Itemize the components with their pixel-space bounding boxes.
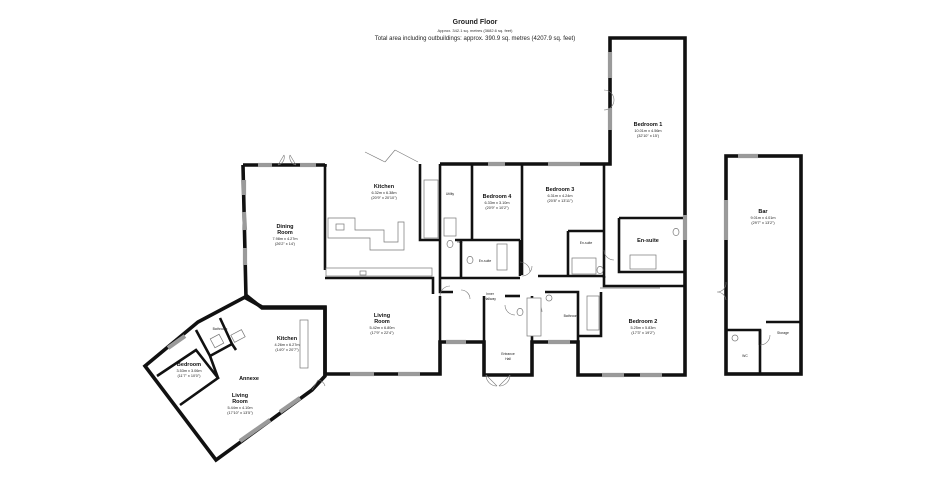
annexe-bathroom-label: Bathroom <box>213 327 228 331</box>
bedroom4-label: Bedroom 4 <box>483 194 513 200</box>
annexe-label: Annexe <box>239 376 259 382</box>
main-house-fixtures <box>325 179 680 337</box>
dining-size-imperial: (26'2" x 14') <box>275 242 296 246</box>
bedroom3-size-imperial: (20'8" x 13'11") <box>547 199 573 203</box>
annexe-kitchen-size-imperial: (14'0" x 20'7") <box>275 348 299 352</box>
bedroom4-size-imperial: (20'9" x 10'2") <box>485 206 509 210</box>
bedroom2-size-metric: 5.25m x 5.83m <box>630 326 655 330</box>
main-house-windows <box>241 52 688 378</box>
annexe-kitchen-size-metric: 4.26m x 6.27m <box>274 343 299 347</box>
bedroom2-size-imperial: (17'3" x 19'2") <box>631 331 655 335</box>
floor-approx-area: Approx. 342.1 sq. metres (3682.6 sq. fee… <box>437 28 513 33</box>
bedroom1-size-imperial: (32'10" x 15') <box>637 134 660 138</box>
annexe-living-label: Living <box>232 393 248 399</box>
inner-hallway-label: Inner <box>486 292 495 296</box>
annexe-living-size-imperial: (17'10" x 13'5") <box>227 411 253 415</box>
bedroom3-label: Bedroom 3 <box>546 187 575 193</box>
annexe-walls <box>142 293 327 463</box>
annexe-kitchen-label: Kitchen <box>277 336 298 342</box>
annexe-bedroom-size-metric: 3.53m x 3.06m <box>176 369 201 373</box>
living-label-line2: Room <box>374 319 390 325</box>
room-labels: Kitchen 6.32m x 6.38m (20'9" x 20'10") U… <box>176 122 789 415</box>
entrance-hall-label: Entrance <box>501 352 515 356</box>
wc-main-label: WC <box>457 240 463 244</box>
ensuite-b1-label: En-suite <box>637 238 659 244</box>
ensuite-b4-label: En-suite <box>479 259 492 263</box>
annexe-living-size-metric: 5.44m x 4.10m <box>227 406 252 410</box>
utility-label: Utility <box>446 192 455 196</box>
living-size-metric: 5.42m x 6.80m <box>369 326 394 330</box>
kitchen-size-metric: 6.32m x 6.38m <box>371 191 396 195</box>
bar-size-metric: 9.01m x 4.01m <box>750 216 775 220</box>
annexe-bedroom-size-imperial: (11'7" x 10'0") <box>177 374 201 378</box>
main-house-walls <box>241 36 687 377</box>
dining-size-metric: 7.98m x 4.27m <box>272 237 297 241</box>
kitchen-label: Kitchen <box>374 184 395 190</box>
bedroom4-size-metric: 6.33m x 3.10m <box>484 201 509 205</box>
ensuite-b3-label: En-suite <box>580 241 593 245</box>
annexe-living-label-line2: Room <box>232 399 248 405</box>
bar-label: Bar <box>758 209 768 215</box>
bedroom1-label: Bedroom 1 <box>634 122 663 128</box>
living-label: Living <box>374 313 390 319</box>
bar-walls <box>716 153 803 376</box>
entrance-hall-label-line2: Hall <box>505 357 511 361</box>
bar-size-imperial: (29'7" x 13'2") <box>751 221 775 225</box>
storage-label: Storage <box>777 331 789 335</box>
bedroom1-size-metric: 10.01m x 4.56m <box>634 129 661 133</box>
dining-label-line2: Room <box>277 230 293 236</box>
dining-label: Dining <box>276 224 293 230</box>
kitchen-size-imperial: (20'9" x 20'10") <box>371 196 397 200</box>
inner-hallway-label-line2: Hallway <box>484 297 496 301</box>
total-area: Total area including outbuildings: appro… <box>374 36 576 42</box>
living-size-imperial: (17'9" x 22'4") <box>370 331 394 335</box>
floor-title: Ground Floor <box>452 19 498 26</box>
annexe-bedroom-label: Bedroom <box>177 362 201 368</box>
wc-bar-label: WC <box>742 354 748 358</box>
bedroom3-size-metric: 6.31m x 4.24m <box>547 194 572 198</box>
bedroom2-label: Bedroom 2 <box>629 319 658 325</box>
bathroom-label: Bathroom <box>564 314 579 318</box>
